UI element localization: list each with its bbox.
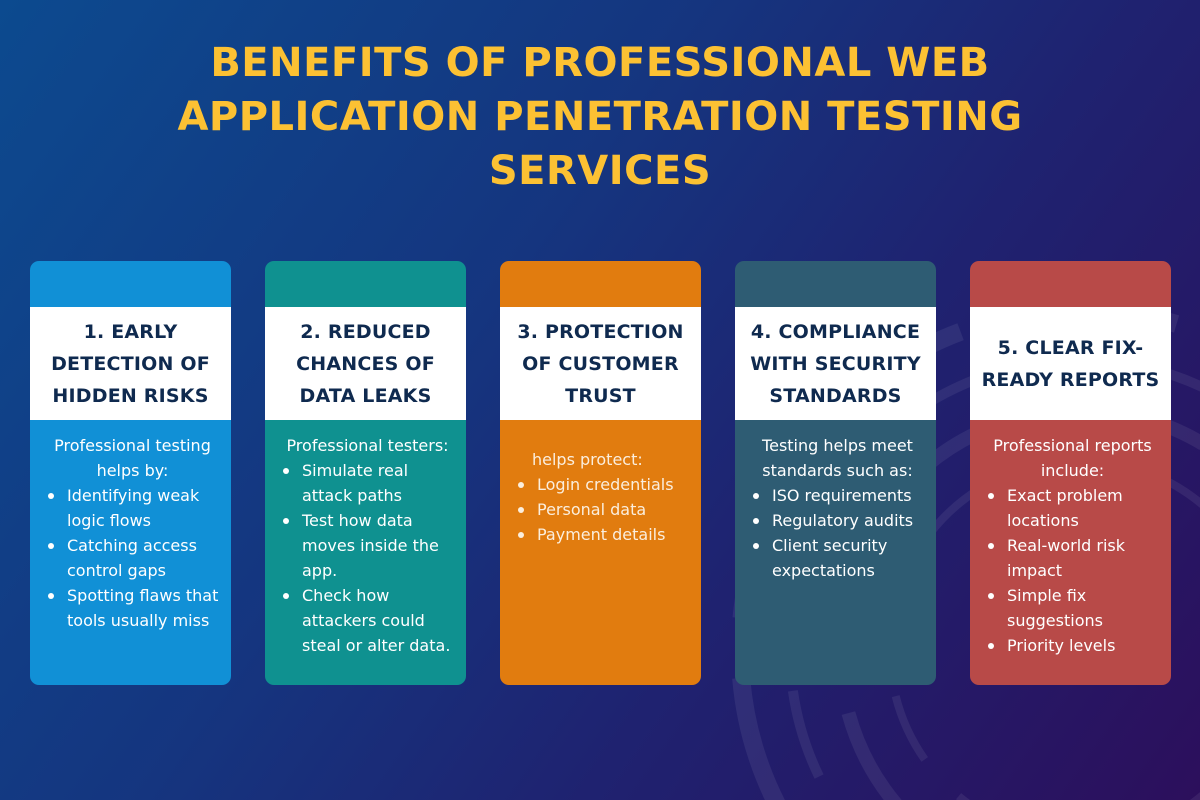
card-body: Professional testing helps by: Identifyi… (30, 433, 231, 633)
bullet-item: Catching access control gaps (42, 533, 223, 583)
bullet-list: Login credentials Personal data Payment … (512, 472, 693, 547)
card-heading-box: 3. PROTECTION OF CUSTOMER TRUST (500, 307, 701, 420)
bullet-item: Client security expectations (747, 533, 928, 583)
card-heading: 1. EARLY DETECTION OF HIDDEN RISKS (51, 320, 210, 407)
bullet-item: Test how data moves inside the app. (277, 508, 458, 583)
card-intro: Professional testing helps by: (54, 436, 211, 480)
bullet-item: Identifying weak logic flows (42, 483, 223, 533)
bullet-item: Payment details (512, 522, 693, 547)
benefit-card-compliance: 4. COMPLIANCE WITH SECURITY STANDARDS Te… (735, 261, 936, 685)
card-heading-box: 4. COMPLIANCE WITH SECURITY STANDARDS (735, 307, 936, 420)
bullet-item: Personal data (512, 497, 693, 522)
card-heading-box: 5. CLEAR FIX-READY REPORTS (970, 307, 1171, 420)
bullet-list: ISO requirements Regulatory audits Clien… (747, 483, 928, 583)
bullet-item: ISO requirements (747, 483, 928, 508)
card-body: Testing helps meet standards such as: IS… (735, 433, 936, 583)
card-intro: Professional reports include: (993, 436, 1152, 480)
card-body: helps protect: Login credentials Persona… (500, 447, 701, 547)
benefit-card-early-detection: 1. EARLY DETECTION OF HIDDEN RISKS Profe… (30, 261, 231, 685)
card-heading: 4. COMPLIANCE WITH SECURITY STANDARDS (750, 320, 921, 407)
bullet-list: Simulate real attack paths Test how data… (277, 458, 458, 658)
bullet-item: Simulate real attack paths (277, 458, 458, 508)
bullet-list: Exact problem locations Real-world risk … (982, 483, 1163, 658)
benefit-card-customer-trust: 3. PROTECTION OF CUSTOMER TRUST helps pr… (500, 261, 701, 685)
bullet-item: Login credentials (512, 472, 693, 497)
card-body: Professional testers: Simulate real atta… (265, 433, 466, 658)
page-title: BENEFITS OF PROFESSIONAL WEB APPLICATION… (0, 36, 1200, 198)
benefit-card-reports: 5. CLEAR FIX-READY REPORTS Professional … (970, 261, 1171, 685)
card-intro: Professional testers: (286, 436, 449, 455)
title-line-2: APPLICATION PENETRATION TESTING (177, 94, 1023, 140)
bullet-list: Identifying weak logic flows Catching ac… (42, 483, 223, 633)
bullet-item: Real-world risk impact (982, 533, 1163, 583)
card-intro: helps protect: (532, 450, 643, 469)
card-heading: 5. CLEAR FIX-READY REPORTS (981, 336, 1160, 391)
card-intro: Testing helps meet standards such as: (762, 436, 913, 480)
title-line-3: SERVICES (488, 148, 712, 194)
bullet-item: Priority levels (982, 633, 1163, 658)
bullet-item: Exact problem locations (982, 483, 1163, 533)
card-heading-box: 2. REDUCED CHANCES OF DATA LEAKS (265, 307, 466, 420)
benefit-card-data-leaks: 2. REDUCED CHANCES OF DATA LEAKS Profess… (265, 261, 466, 685)
card-heading: 3. PROTECTION OF CUSTOMER TRUST (517, 320, 684, 407)
bullet-item: Spotting flaws that tools usually miss (42, 583, 223, 633)
bullet-item: Regulatory audits (747, 508, 928, 533)
title-line-1: BENEFITS OF PROFESSIONAL WEB (210, 40, 990, 86)
bullet-item: Simple fix suggestions (982, 583, 1163, 633)
bullet-item: Check how attackers could steal or alter… (277, 583, 458, 658)
card-heading: 2. REDUCED CHANCES OF DATA LEAKS (296, 320, 435, 407)
card-heading-box: 1. EARLY DETECTION OF HIDDEN RISKS (30, 307, 231, 420)
card-body: Professional reports include: Exact prob… (970, 433, 1171, 658)
